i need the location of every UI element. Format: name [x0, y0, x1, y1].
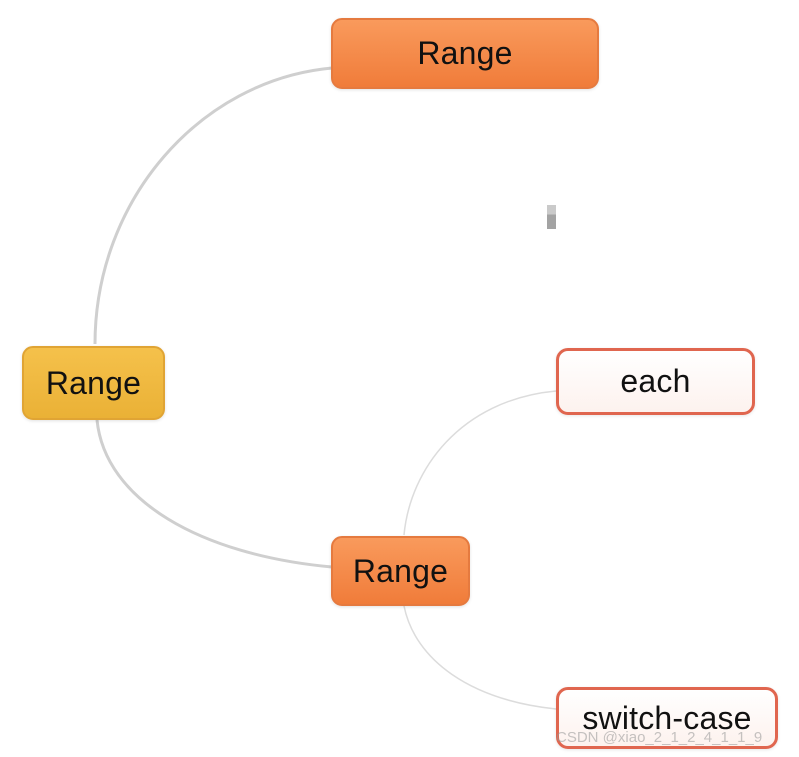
- node-range-top-label: Range: [417, 35, 513, 71]
- node-switch-case[interactable]: switch-case: [556, 687, 778, 749]
- image-artifact: [547, 205, 556, 229]
- connector-root-to-top: [93, 66, 333, 345]
- watermark-text: CSDN @xiao_2_1_2_4_1_1_9: [556, 729, 763, 746]
- connector-root-to-middle: [95, 419, 333, 569]
- connector-middle-to-switch-case: [403, 605, 557, 710]
- node-switch-case-label: switch-case: [582, 699, 752, 736]
- node-each[interactable]: each: [556, 348, 755, 415]
- node-range-root-label: Range: [45, 364, 142, 401]
- node-range-root[interactable]: Range: [22, 346, 165, 420]
- connector-middle-to-each: [403, 390, 557, 536]
- node-range-middle[interactable]: Range: [331, 536, 470, 606]
- node-range-top[interactable]: Range: [331, 18, 599, 89]
- node-each-label: each: [620, 363, 691, 399]
- node-range-middle-label: Range: [352, 552, 449, 589]
